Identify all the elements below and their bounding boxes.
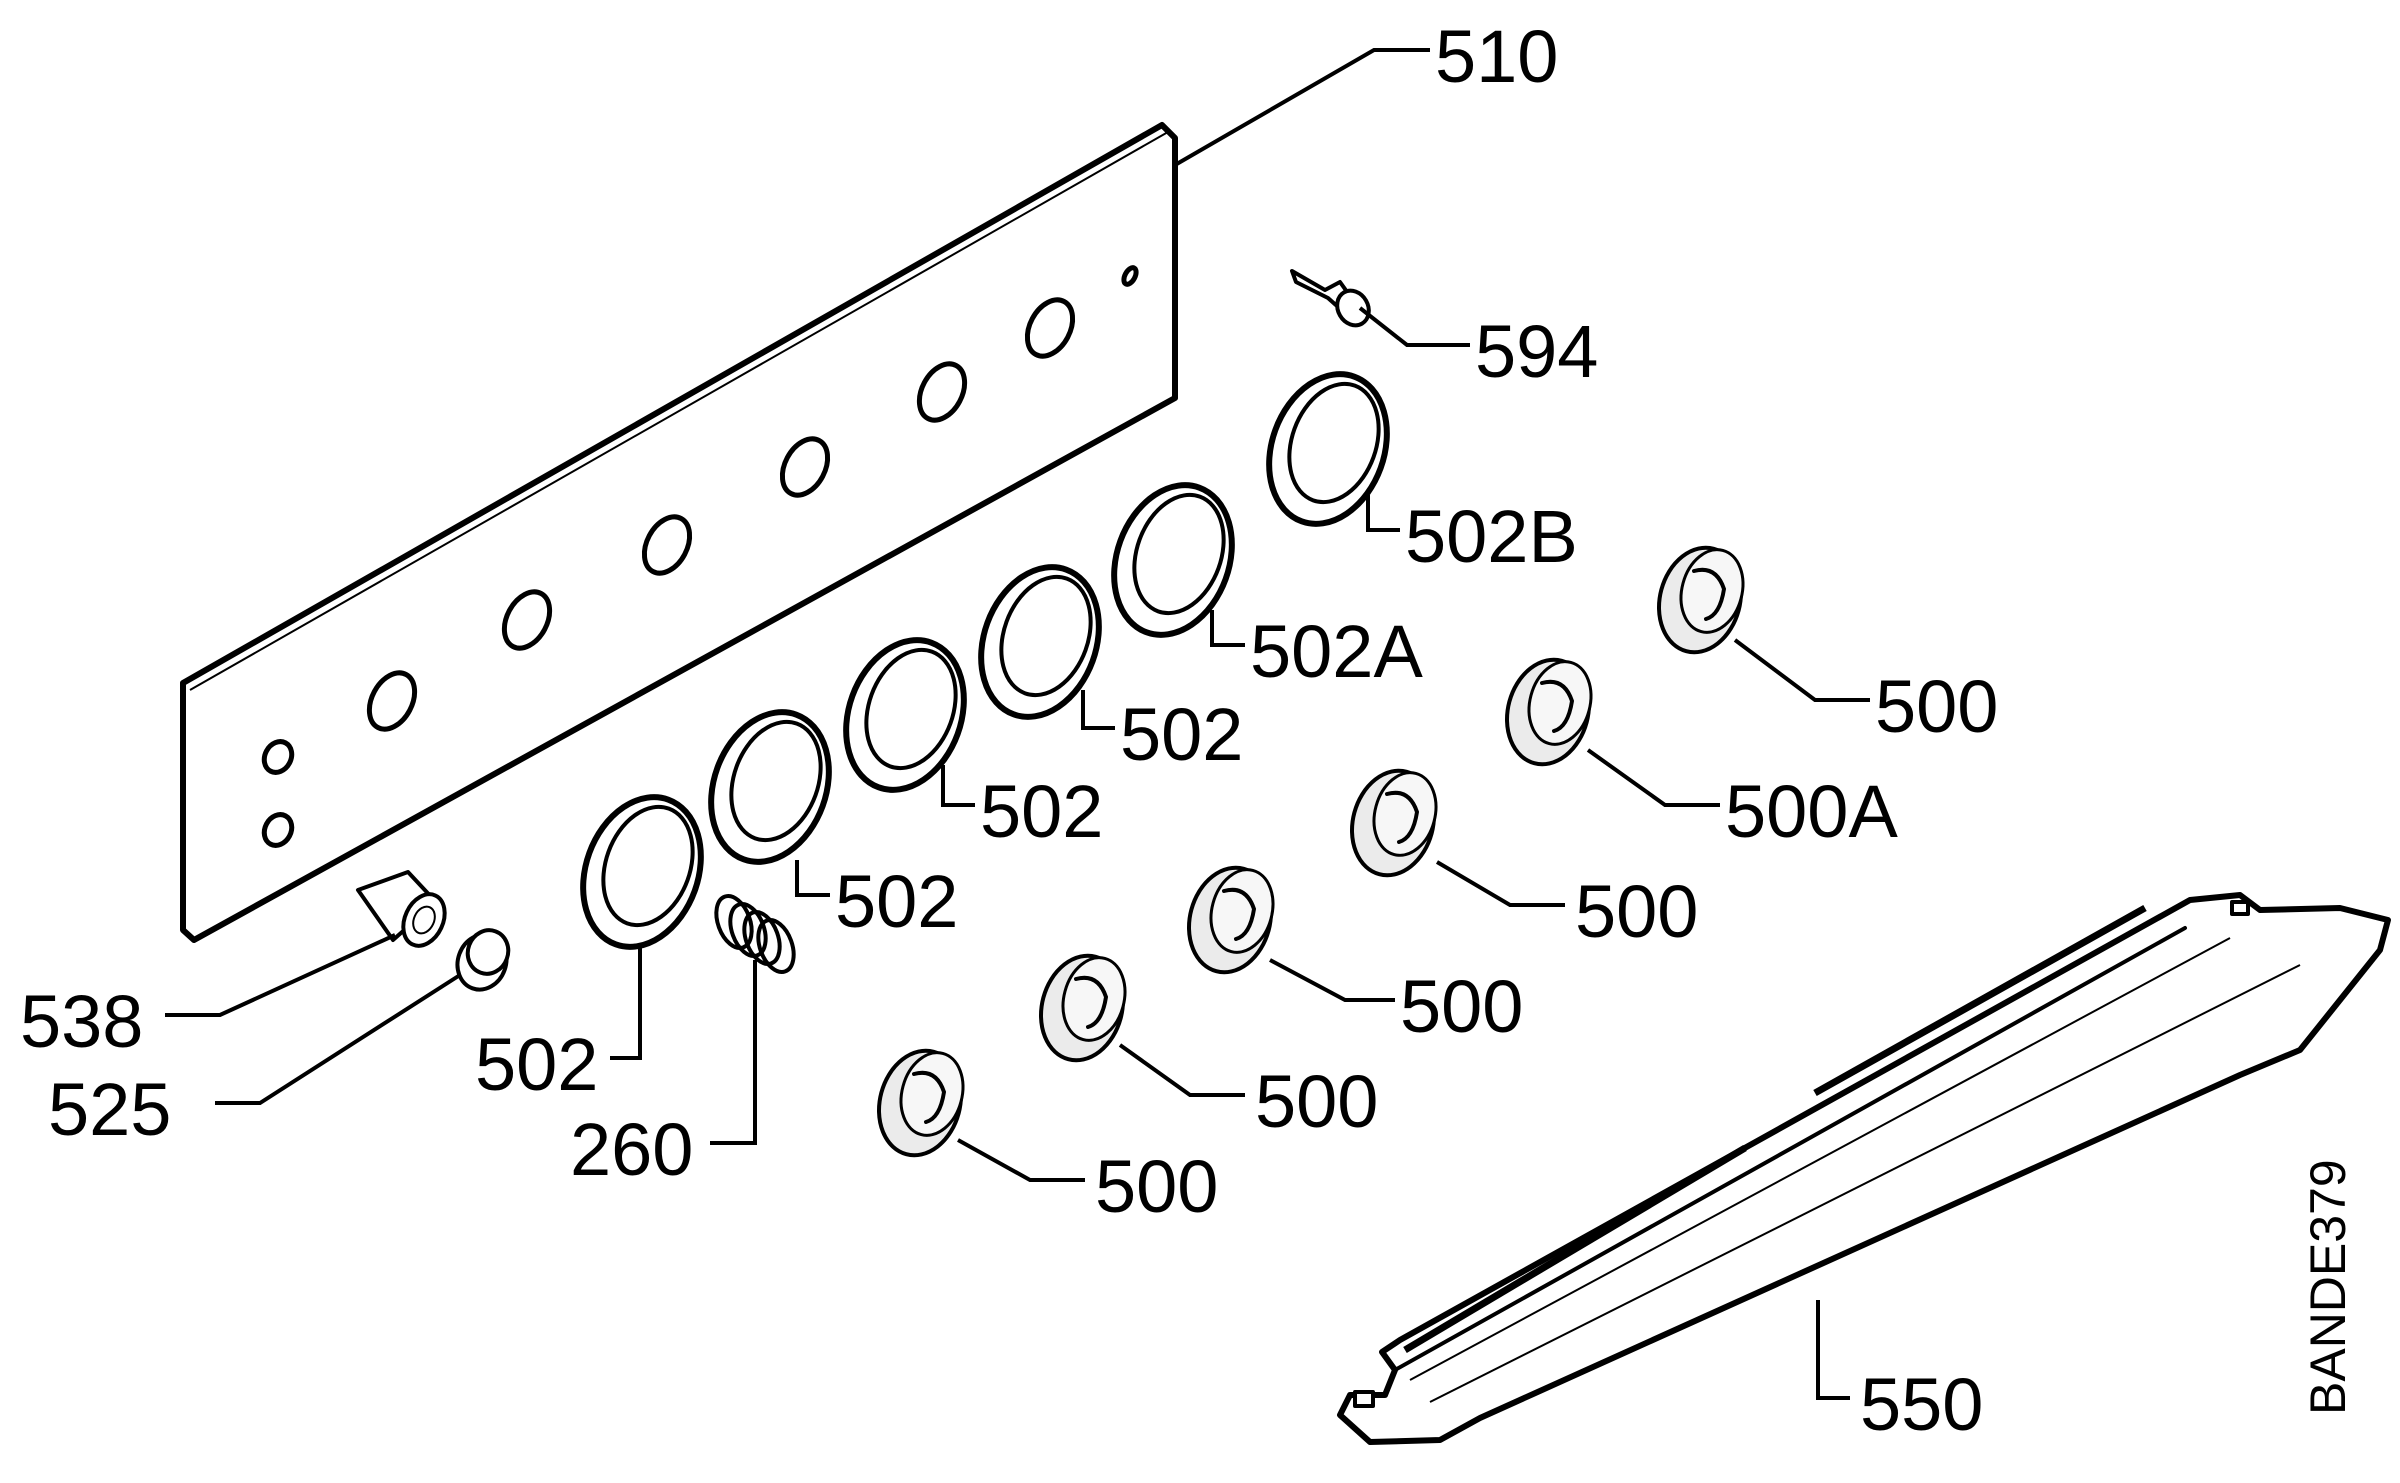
callout-500-5: 500 (1875, 665, 1998, 748)
bezel-ring-502-4 (978, 564, 1102, 720)
callout-502a: 502A (1250, 610, 1423, 693)
callout-500-2: 500 (1255, 1060, 1378, 1143)
callout-labels: 510 594 502B 502A 502 502 502 502 260 53… (20, 15, 2356, 1446)
bezel-ring-502-3 (843, 637, 967, 793)
bezel-ring-502a (1111, 482, 1235, 638)
callout-502-4: 502 (475, 1023, 598, 1106)
leader-lines (165, 48, 1870, 1400)
spring-260 (714, 894, 796, 974)
control-knob-500-1 (877, 1048, 965, 1158)
control-knob-500-3 (1187, 865, 1275, 975)
callout-502-3: 502 (835, 860, 958, 943)
callout-502-2: 502 (980, 770, 1103, 853)
callout-500a: 500A (1725, 770, 1898, 853)
control-knob-500-5 (1657, 545, 1745, 655)
control-knob-500a (1505, 657, 1593, 767)
bezel-ring-502b (1266, 371, 1390, 527)
bezel-ring-502-1 (580, 794, 704, 950)
callout-510: 510 (1435, 15, 1558, 98)
switch-shaft-538 (356, 870, 447, 948)
callout-502-1: 502 (1120, 693, 1243, 776)
control-knob-500-2 (1039, 953, 1127, 1063)
drawing-code: BANDE379 (2300, 1159, 2356, 1415)
callout-260: 260 (570, 1108, 693, 1191)
control-knob-500-4 (1350, 768, 1438, 878)
callout-502b: 502B (1405, 495, 1578, 578)
callout-594: 594 (1475, 310, 1598, 393)
callout-538: 538 (20, 980, 143, 1063)
front-trim-550 (1337, 892, 2391, 1445)
bezel-ring-502-2 (708, 709, 832, 865)
callout-500-1: 500 (1095, 1145, 1218, 1228)
callout-550: 550 (1860, 1363, 1983, 1446)
callout-500-3: 500 (1400, 965, 1523, 1048)
control-panel (180, 122, 1178, 943)
callout-500-4: 500 (1575, 870, 1698, 953)
callout-525: 525 (48, 1068, 171, 1151)
pilot-lamp-594 (1290, 269, 1371, 328)
push-button-525 (455, 928, 511, 992)
